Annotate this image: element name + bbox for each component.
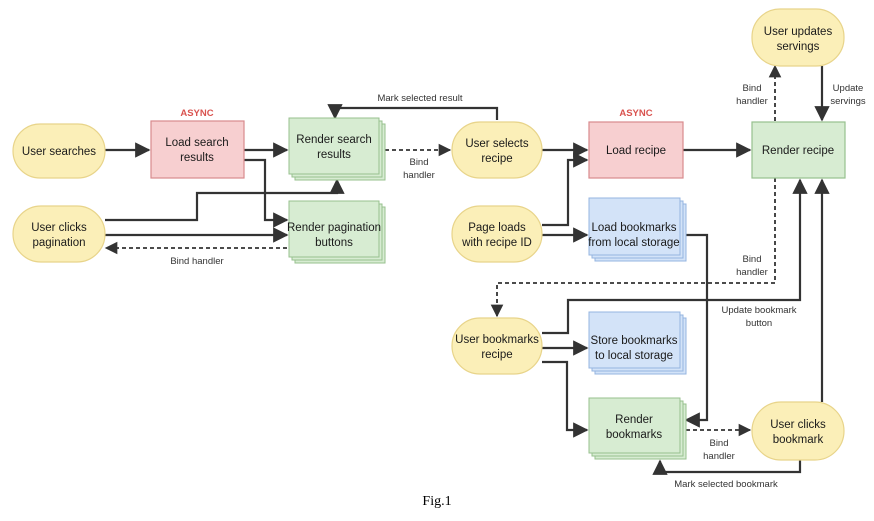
node-label-line-1: User selects <box>465 138 529 150</box>
node-label-line-2: recipe <box>481 153 512 165</box>
node-user-selects-recipe: User selects recipe <box>451 121 543 179</box>
label-update-bookmark-1: Update bookmark <box>722 305 797 316</box>
node-label-line-2: with recipe ID <box>461 237 532 249</box>
async-badge-search: ASYNC <box>180 108 213 119</box>
node-label-line-1: User clicks <box>31 222 87 234</box>
node-load-recipe: Load recipe <box>588 121 684 179</box>
node-render-bookmarks: Render bookmarks <box>588 397 687 460</box>
label-bind-handler-bookmarks-2: handler <box>703 451 735 462</box>
node-label-line-2: buttons <box>315 237 353 249</box>
node-load-search-results: Load search results <box>150 120 245 179</box>
edge-load-bookmarks-to-render <box>683 233 709 428</box>
node-load-bookmarks: Load bookmarks from local storage <box>588 197 687 262</box>
label-mark-selected-bookmark: Mark selected bookmark <box>674 479 778 490</box>
node-label: Render recipe <box>762 145 834 157</box>
label-bind-handler-search-1: Bind <box>409 157 428 168</box>
label-mark-selected-result: Mark selected result <box>377 93 462 104</box>
label-bind-handler-servings-1: Bind <box>742 83 761 94</box>
node-user-bookmarks-recipe: User bookmarks recipe <box>451 317 543 375</box>
edge-labels: Mark selected result Bind handler Bind h… <box>170 83 866 490</box>
edge-bookmarks-to-render <box>542 360 589 438</box>
label-update-servings-2: servings <box>830 96 866 107</box>
edge-load-to-render-pagination <box>244 158 289 228</box>
node-label-line-2: to local storage <box>595 350 673 362</box>
label-bind-handler-search-2: handler <box>403 170 435 181</box>
edge-mark-selected-result <box>327 104 499 120</box>
node-label-line-1: Store bookmarks <box>591 335 678 347</box>
node-label-line-2: pagination <box>32 237 85 249</box>
node-label-line-2: results <box>317 149 351 161</box>
node-label-line-1: Load search <box>165 137 228 149</box>
edges <box>104 64 830 475</box>
node-render-recipe: Render recipe <box>751 121 846 179</box>
label-bind-handler-bookmark-2: handler <box>736 267 768 278</box>
figure-caption: Fig.1 <box>422 494 452 509</box>
node-user-clicks-pagination: User clicks pagination <box>12 205 106 263</box>
node-label-line-1: Page loads <box>468 222 526 234</box>
label-update-servings-1: Update <box>833 83 864 94</box>
node-label: User searches <box>22 146 96 158</box>
edge-pageload-to-load-recipe <box>542 152 589 227</box>
node-label: Load recipe <box>606 145 666 157</box>
label-bind-handler-bookmark-1: Bind <box>742 254 761 265</box>
label-bind-handler-bookmarks-1: Bind <box>709 438 728 449</box>
node-render-pagination-buttons: Render pagination buttons <box>287 200 386 264</box>
node-user-clicks-bookmark: User clicks bookmark <box>751 401 845 461</box>
edge-mark-selected-bookmark <box>652 459 802 475</box>
node-label-line-2: servings <box>777 41 820 53</box>
edge-recipe-bind-bookmark <box>490 178 776 318</box>
node-label-line-2: bookmarks <box>606 429 662 441</box>
node-label-line-2: bookmark <box>773 434 824 446</box>
edge-pagination-to-results <box>105 178 345 222</box>
node-label-line-1: User bookmarks <box>455 334 539 346</box>
node-user-updates-servings: User updates servings <box>751 8 845 67</box>
label-bind-handler-pagination: Bind handler <box>170 256 223 267</box>
label-bind-handler-servings-2: handler <box>736 96 768 107</box>
node-user-searches: User searches <box>12 123 106 179</box>
edge-update-bookmark-button <box>542 178 808 335</box>
async-badge-recipe: ASYNC <box>619 108 652 119</box>
node-label-line-1: Render <box>615 414 653 426</box>
node-label-line-1: User updates <box>764 26 833 38</box>
label-update-bookmark-2: button <box>746 318 772 329</box>
node-label-line-2: from local storage <box>588 237 679 249</box>
node-label-line-1: Render pagination <box>287 222 381 234</box>
node-label-line-1: Load bookmarks <box>591 222 676 234</box>
node-label-line-1: User clicks <box>770 419 826 431</box>
node-label-line-1: Render search <box>296 134 371 146</box>
node-label-line-2: recipe <box>481 349 512 361</box>
node-render-search-results: Render search results <box>288 117 386 181</box>
node-label-line-2: results <box>180 152 214 164</box>
node-store-bookmarks: Store bookmarks to local storage <box>588 311 687 375</box>
node-page-loads: Page loads with recipe ID <box>451 205 543 263</box>
